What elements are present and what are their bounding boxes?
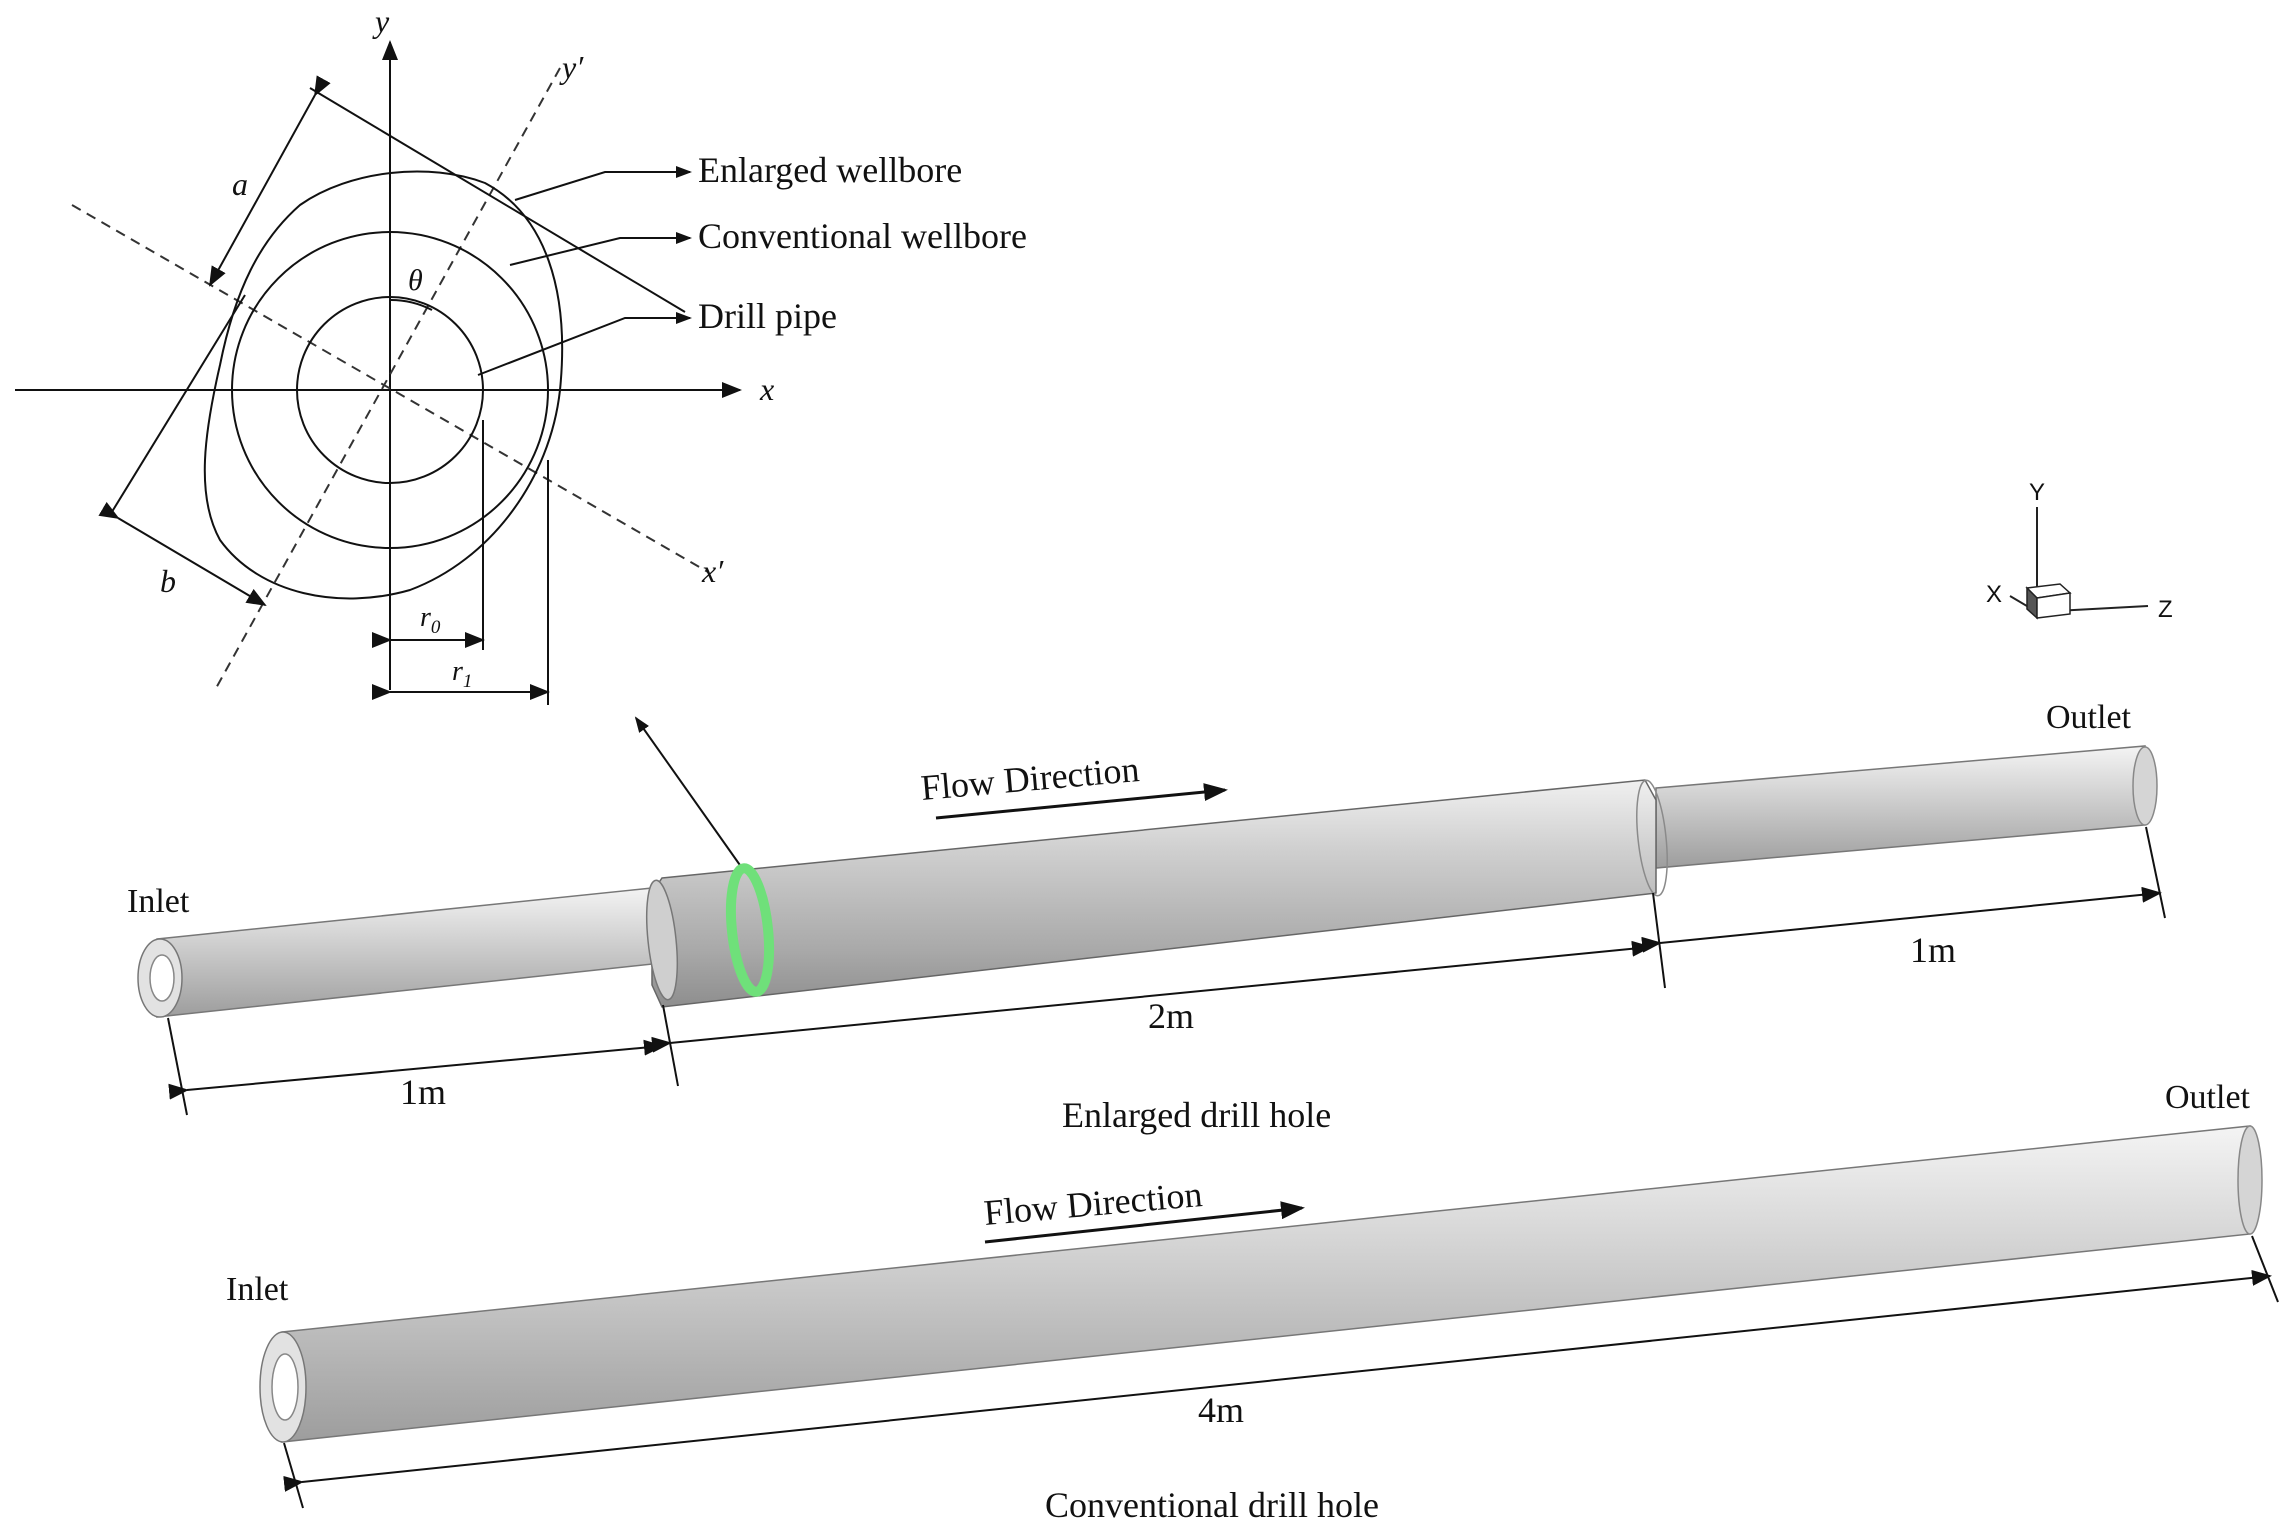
r1-label: r1 [452,656,472,692]
conventional-caption: Conventional drill hole [1045,1485,1379,1525]
x-axis-label: x [759,371,774,407]
label-drill-pipe: Drill pipe [698,296,837,336]
dim-tick-step-left [662,1004,679,1087]
triad-z-label: Z [2158,596,2173,623]
y-axis-label: y [372,3,390,39]
len-middle-label: 2m [1148,996,1194,1036]
tube-right-segment [1655,745,2146,869]
tube-enlarged-segment [651,779,1657,1008]
dim-tick-step-right [1652,892,1666,989]
y-prime-axis [214,67,561,691]
conv-flow-label: Flow Direction [982,1174,1204,1233]
dim-line-left [168,1039,664,1100]
len-left-label: 1m [400,1072,446,1112]
enlarged-inlet-label: Inlet [127,883,190,920]
dim-tick-outlet [2145,826,2166,919]
triad-y-label: Y [2029,479,2045,506]
conventional-wellbore-circle [231,231,549,549]
dim-b-label: b [160,563,176,599]
enlarged-flow-label: Flow Direction [919,749,1141,808]
x-prime-label: x′ [701,553,724,589]
dim-a-line [209,75,331,287]
conv-inlet-bore [271,1353,299,1421]
conv-inlet-label: Inlet [226,1271,289,1308]
dim-tick-inlet [167,1017,188,1116]
dim-b-line [98,501,267,607]
enlarged-outlet-label: Outlet [2046,699,2132,736]
inlet-bore [149,954,175,1002]
x-prime-axis [71,204,709,573]
enlarged-drill-hole: Inlet Outlet Flow Direction 1m 2m 1m Enl… [127,699,2166,1135]
drill-pipe-circle [296,296,484,484]
theta-label: θ [408,264,423,297]
y-prime-label: y′ [559,49,584,85]
theta-arc [389,298,433,311]
conv-length-label: 4m [1198,1390,1244,1430]
dim-a-extension-top [309,87,686,313]
dim-a-label: a [232,166,248,202]
conv-outlet-end-face [2237,1125,2263,1235]
cross-section-diagram: x y y′ x′ a b θ r0 r1 Enlarged wellbore [15,3,1027,705]
triad-cube-front [2036,592,2071,619]
label-conventional-wellbore: Conventional wellbore [698,216,1027,256]
triad-x-label: X [1986,581,2002,608]
enlarged-flow-arrow [935,783,1228,820]
conv-dim-tick-left [283,1442,304,1509]
r0-label: r0 [420,602,441,638]
coordinate-triad: Y X Z [1986,479,2173,623]
leader-drill-pipe [477,312,692,376]
conv-outlet-label: Outlet [2165,1079,2251,1116]
conv-dim-tick-right [2251,1235,2279,1303]
leader-conventional [509,232,692,266]
label-enlarged-wellbore: Enlarged wellbore [698,150,962,190]
dim-line-right [1641,886,2162,953]
leader-enlarged [514,166,692,201]
dim-b-extension-left [109,294,246,516]
enlarged-caption: Enlarged drill hole [1062,1095,1331,1135]
conventional-tube [281,1125,2251,1443]
outlet-end-face [2132,746,2158,826]
conventional-drill-hole: Inlet Outlet Flow Direction 4m Conventio… [226,1079,2279,1525]
tube-left-segment [156,886,663,1018]
len-right-label: 1m [1910,930,1956,970]
section-pointer-arrow [634,716,743,869]
conv-dim-line [283,1269,2272,1492]
dim-line-middle [651,940,1652,1053]
conv-flow-arrow [984,1201,1305,1244]
